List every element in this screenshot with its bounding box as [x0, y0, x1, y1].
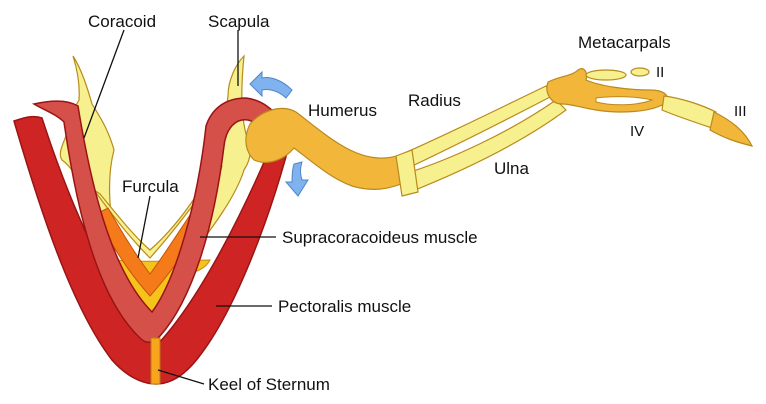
- keel-leader: [157, 369, 205, 385]
- ulna-label: Ulna: [494, 159, 530, 178]
- digit-iii-phalanx-1: [661, 95, 717, 129]
- metacarpal-ii-bone: [585, 69, 627, 81]
- digit-iii-label: III: [734, 103, 747, 120]
- metacarpal-gap: [595, 96, 654, 106]
- metacarpals-label: Metacarpals: [578, 33, 671, 52]
- digit-iii-phalanx-2: [709, 111, 754, 147]
- humerus-label: Humerus: [308, 101, 377, 120]
- radius-ulna-joint: [395, 149, 419, 197]
- metacarpal-ii-tip: [630, 67, 650, 77]
- pectoralis-muscle: [13, 115, 297, 385]
- ulna-bone: [403, 99, 567, 193]
- coracoid-leader: [83, 29, 125, 139]
- keel-of-sternum: [150, 337, 161, 385]
- downstroke-arrow: [284, 161, 309, 197]
- upstroke-arrow: [249, 70, 293, 99]
- digit-iv-label: IV: [630, 123, 644, 140]
- scapula-label: Scapula: [208, 12, 270, 31]
- pectoralis-label: Pectoralis muscle: [278, 297, 411, 316]
- digit-ii-label: II: [656, 64, 664, 81]
- humerus-bone: [245, 107, 411, 190]
- radius-label: Radius: [408, 91, 461, 110]
- keel-label: Keel of Sternum: [208, 375, 330, 394]
- supracoracoideus-label: Supracoracoideus muscle: [282, 228, 478, 247]
- coracoid-label: Coracoid: [88, 12, 156, 31]
- furcula-leader: [137, 195, 151, 259]
- furcula-label: Furcula: [122, 177, 179, 196]
